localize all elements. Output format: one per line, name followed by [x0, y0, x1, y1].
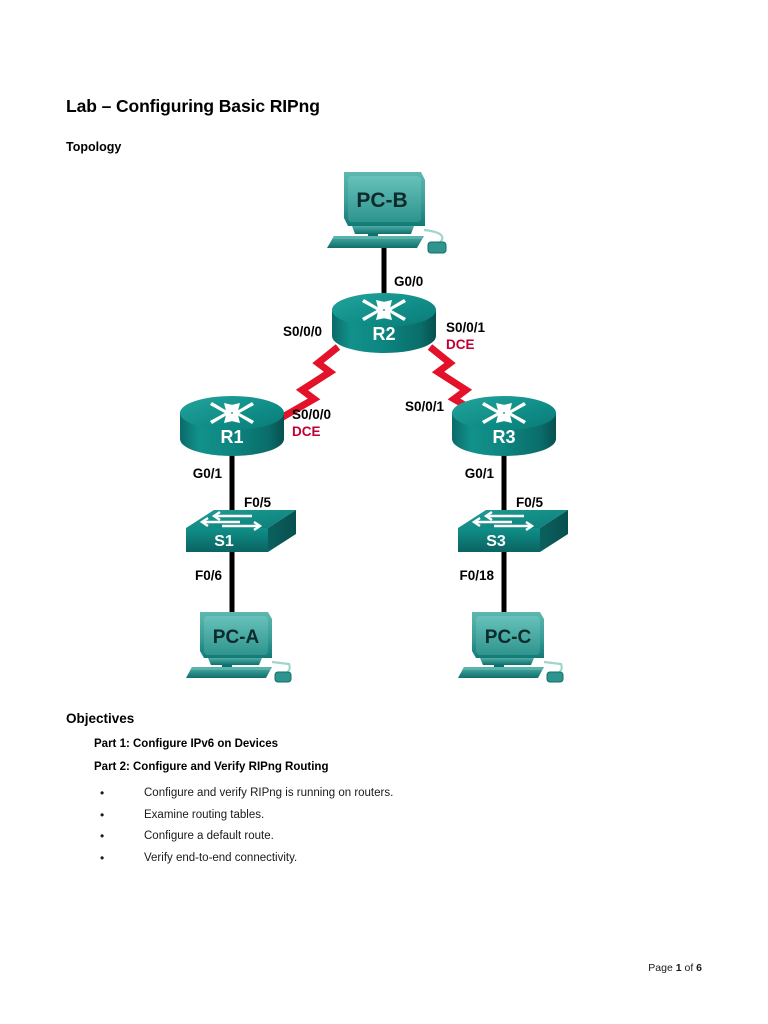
- iface-label-s1-down: F0/6: [195, 568, 223, 583]
- iface-label-s3-down: F0/18: [459, 568, 494, 583]
- iface-label-r3-lan: G0/1: [465, 466, 495, 481]
- device-label-r2: R2: [372, 324, 395, 344]
- iface-label-r1-lan: G0/1: [193, 466, 223, 481]
- list-item: Configure and verify RIPng is running on…: [96, 783, 393, 805]
- device-label-r1: R1: [220, 427, 243, 447]
- device-label-s1: S1: [214, 533, 234, 550]
- objectives-heading: Objectives: [66, 711, 135, 726]
- device-pc-c: PC-C: [458, 612, 564, 683]
- iface-label-r2-right-dce: DCE: [446, 337, 475, 352]
- iface-label-s1-up: F0/5: [244, 495, 272, 510]
- list-item: Verify end-to-end connectivity.: [96, 848, 393, 870]
- iface-label-r2-right: S0/0/1: [446, 320, 486, 335]
- device-r1: R1: [180, 396, 284, 456]
- footer-current-page: 1: [675, 962, 682, 974]
- device-s3: S3: [458, 510, 568, 552]
- list-item: Configure a default route.: [96, 826, 393, 848]
- device-label-s3: S3: [486, 533, 506, 550]
- iface-label-r2-left: S0/0/0: [283, 324, 322, 339]
- iface-label-r1-serial-dce: DCE: [292, 424, 321, 439]
- device-label-pc-b: PC-B: [356, 189, 407, 212]
- iface-label-pcb-r2: G0/0: [394, 274, 423, 289]
- device-label-pc-a: PC-A: [213, 627, 260, 648]
- device-s1: S1: [186, 510, 296, 552]
- device-pc-a: PC-A: [186, 612, 292, 683]
- link-r2-r1-serial: [272, 344, 341, 426]
- objectives-bullet-list: Configure and verify RIPng is running on…: [96, 783, 393, 869]
- footer-total-pages: 6: [696, 962, 702, 974]
- device-label-r3: R3: [492, 427, 515, 447]
- network-topology-diagram: PC-B R2: [0, 160, 768, 700]
- iface-label-r3-serial: S0/0/1: [405, 399, 445, 414]
- device-r2: R2: [332, 293, 436, 353]
- topology-section-heading: Topology: [66, 140, 122, 154]
- footer-middle: of: [681, 962, 697, 974]
- iface-label-r1-serial: S0/0/0: [292, 407, 331, 422]
- objectives-part-1: Part 1: Configure IPv6 on Devices: [94, 738, 279, 750]
- page-title: Lab – Configuring Basic RIPng: [66, 96, 320, 116]
- page-footer: Page 1 of 6: [648, 962, 702, 974]
- list-item: Examine routing tables.: [96, 805, 393, 827]
- device-r3: R3: [452, 396, 556, 456]
- device-label-pc-c: PC-C: [485, 627, 532, 648]
- iface-label-s3-up: F0/5: [516, 495, 544, 510]
- objectives-part-2: Part 2: Configure and Verify RIPng Routi…: [94, 761, 329, 773]
- link-r2-r3-serial: [427, 344, 496, 426]
- footer-prefix: Page: [648, 962, 676, 974]
- device-pc-b: PC-B: [327, 172, 447, 254]
